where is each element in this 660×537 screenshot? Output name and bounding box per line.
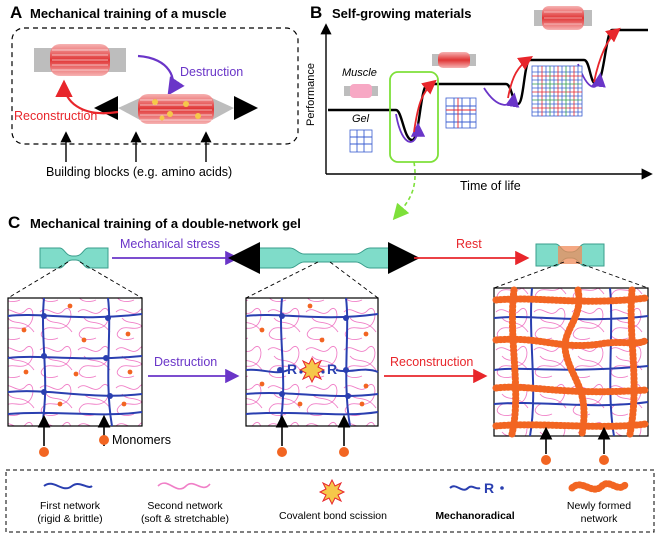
reconstruction-arrow-b2 (507, 56, 533, 99)
monomer-dot-5 (541, 455, 551, 465)
zoom-lines-1 (7, 261, 143, 299)
muscle-intact (34, 44, 126, 76)
panel-c-letter: C (8, 213, 21, 232)
monomer-dot-3 (277, 447, 287, 457)
monomer-dot-2 (99, 435, 109, 445)
reconstruction-arrow-b1 (413, 79, 437, 133)
legend-first-network-label: First network (rigid & brittle) (22, 500, 118, 526)
gel-icon-medium (445, 97, 477, 129)
muscle-icon-large (534, 6, 592, 30)
legend-first-network-line2: (rigid & brittle) (37, 513, 103, 526)
muscle-label: Muscle (342, 67, 377, 79)
legend-second-network-line1: Second network (147, 500, 223, 512)
zoom-lines-3 (493, 261, 649, 289)
legend-first-network-line1: First network (39, 500, 101, 512)
panel-b-letter: B (310, 3, 323, 22)
monomers-label: Monomers (112, 433, 172, 447)
radical-label-right: R (327, 361, 338, 377)
reconstruction-label-c: Reconstruction (390, 355, 474, 369)
legend-new-network-label: Newly formed network (556, 500, 642, 526)
reconstruction-arrow-a (55, 79, 119, 115)
legend-scission-icon (318, 478, 346, 506)
destruction-arrow-b1 (395, 113, 426, 143)
legend-second-network-swatch (157, 482, 211, 490)
performance-axis-label: Performance (305, 63, 317, 126)
legend-mechanoradical-swatch (449, 485, 481, 491)
performance-curve (328, 28, 648, 142)
legend-second-network-label: Second network (soft & stretchable) (130, 500, 240, 526)
reconstruction-arrow-b3 (593, 27, 621, 83)
legend-radical-symbol: R (484, 480, 495, 496)
legend-frame (5, 469, 655, 533)
muscle-icon-medium (432, 52, 476, 68)
legend-new-network-swatch (568, 480, 630, 493)
gel-specimen-1 (39, 247, 109, 269)
monomer-dot-6 (599, 455, 609, 465)
radical-label-left: R (287, 361, 298, 377)
legend-new-network-line1: Newly formed (566, 500, 632, 512)
building-blocks-label: Building blocks (e.g. amino acids) (46, 165, 233, 179)
panel-a-frame (11, 27, 299, 145)
network-box-initial (7, 297, 143, 427)
gel-icon-small (349, 129, 373, 153)
destruction-arrow-a (137, 54, 185, 96)
monomer-dot-4 (339, 447, 349, 457)
gel-label: Gel (352, 113, 370, 125)
zoom-arrow (392, 161, 416, 221)
panel-b-title: Self-growing materials (332, 6, 472, 21)
gel-specimen-2 (535, 243, 605, 267)
panel-a-letter: A (10, 3, 23, 22)
network-box-damaged (245, 297, 379, 427)
destruction-label-a: Destruction (180, 65, 244, 79)
gel-icon-large (531, 65, 583, 117)
reconstruction-label-a: Reconstruction (14, 109, 98, 123)
panel-a-title: Mechanical training of a muscle (30, 6, 227, 21)
monomer-dot-1 (39, 447, 49, 457)
rest-label: Rest (456, 237, 482, 251)
legend-second-network-line2: (soft & stretchable) (140, 513, 230, 526)
legend-scission-label: Covalent bond scission (279, 510, 387, 522)
destruction-arrow-b2 (483, 87, 520, 108)
legend-radical-dot (500, 486, 504, 490)
mechanical-stress-label: Mechanical stress (120, 237, 221, 251)
legend-mechanoradical-label: Mechanoradical (435, 510, 515, 522)
legend-first-network-swatch (43, 482, 93, 490)
network-box-reconstructed (492, 286, 650, 438)
bond-scission-burst-c (298, 356, 326, 384)
muscle-icon-small (344, 84, 378, 98)
gel-specimen-stretched (257, 247, 391, 269)
legend-new-network-line2: network (580, 513, 618, 526)
destruction-label-c: Destruction (154, 355, 218, 369)
muscle-damaged (118, 94, 234, 124)
panel-c-title: Mechanical training of a double-network … (30, 216, 301, 231)
time-axis-label: Time of life (460, 179, 521, 193)
zoom-lines-2 (245, 261, 379, 299)
